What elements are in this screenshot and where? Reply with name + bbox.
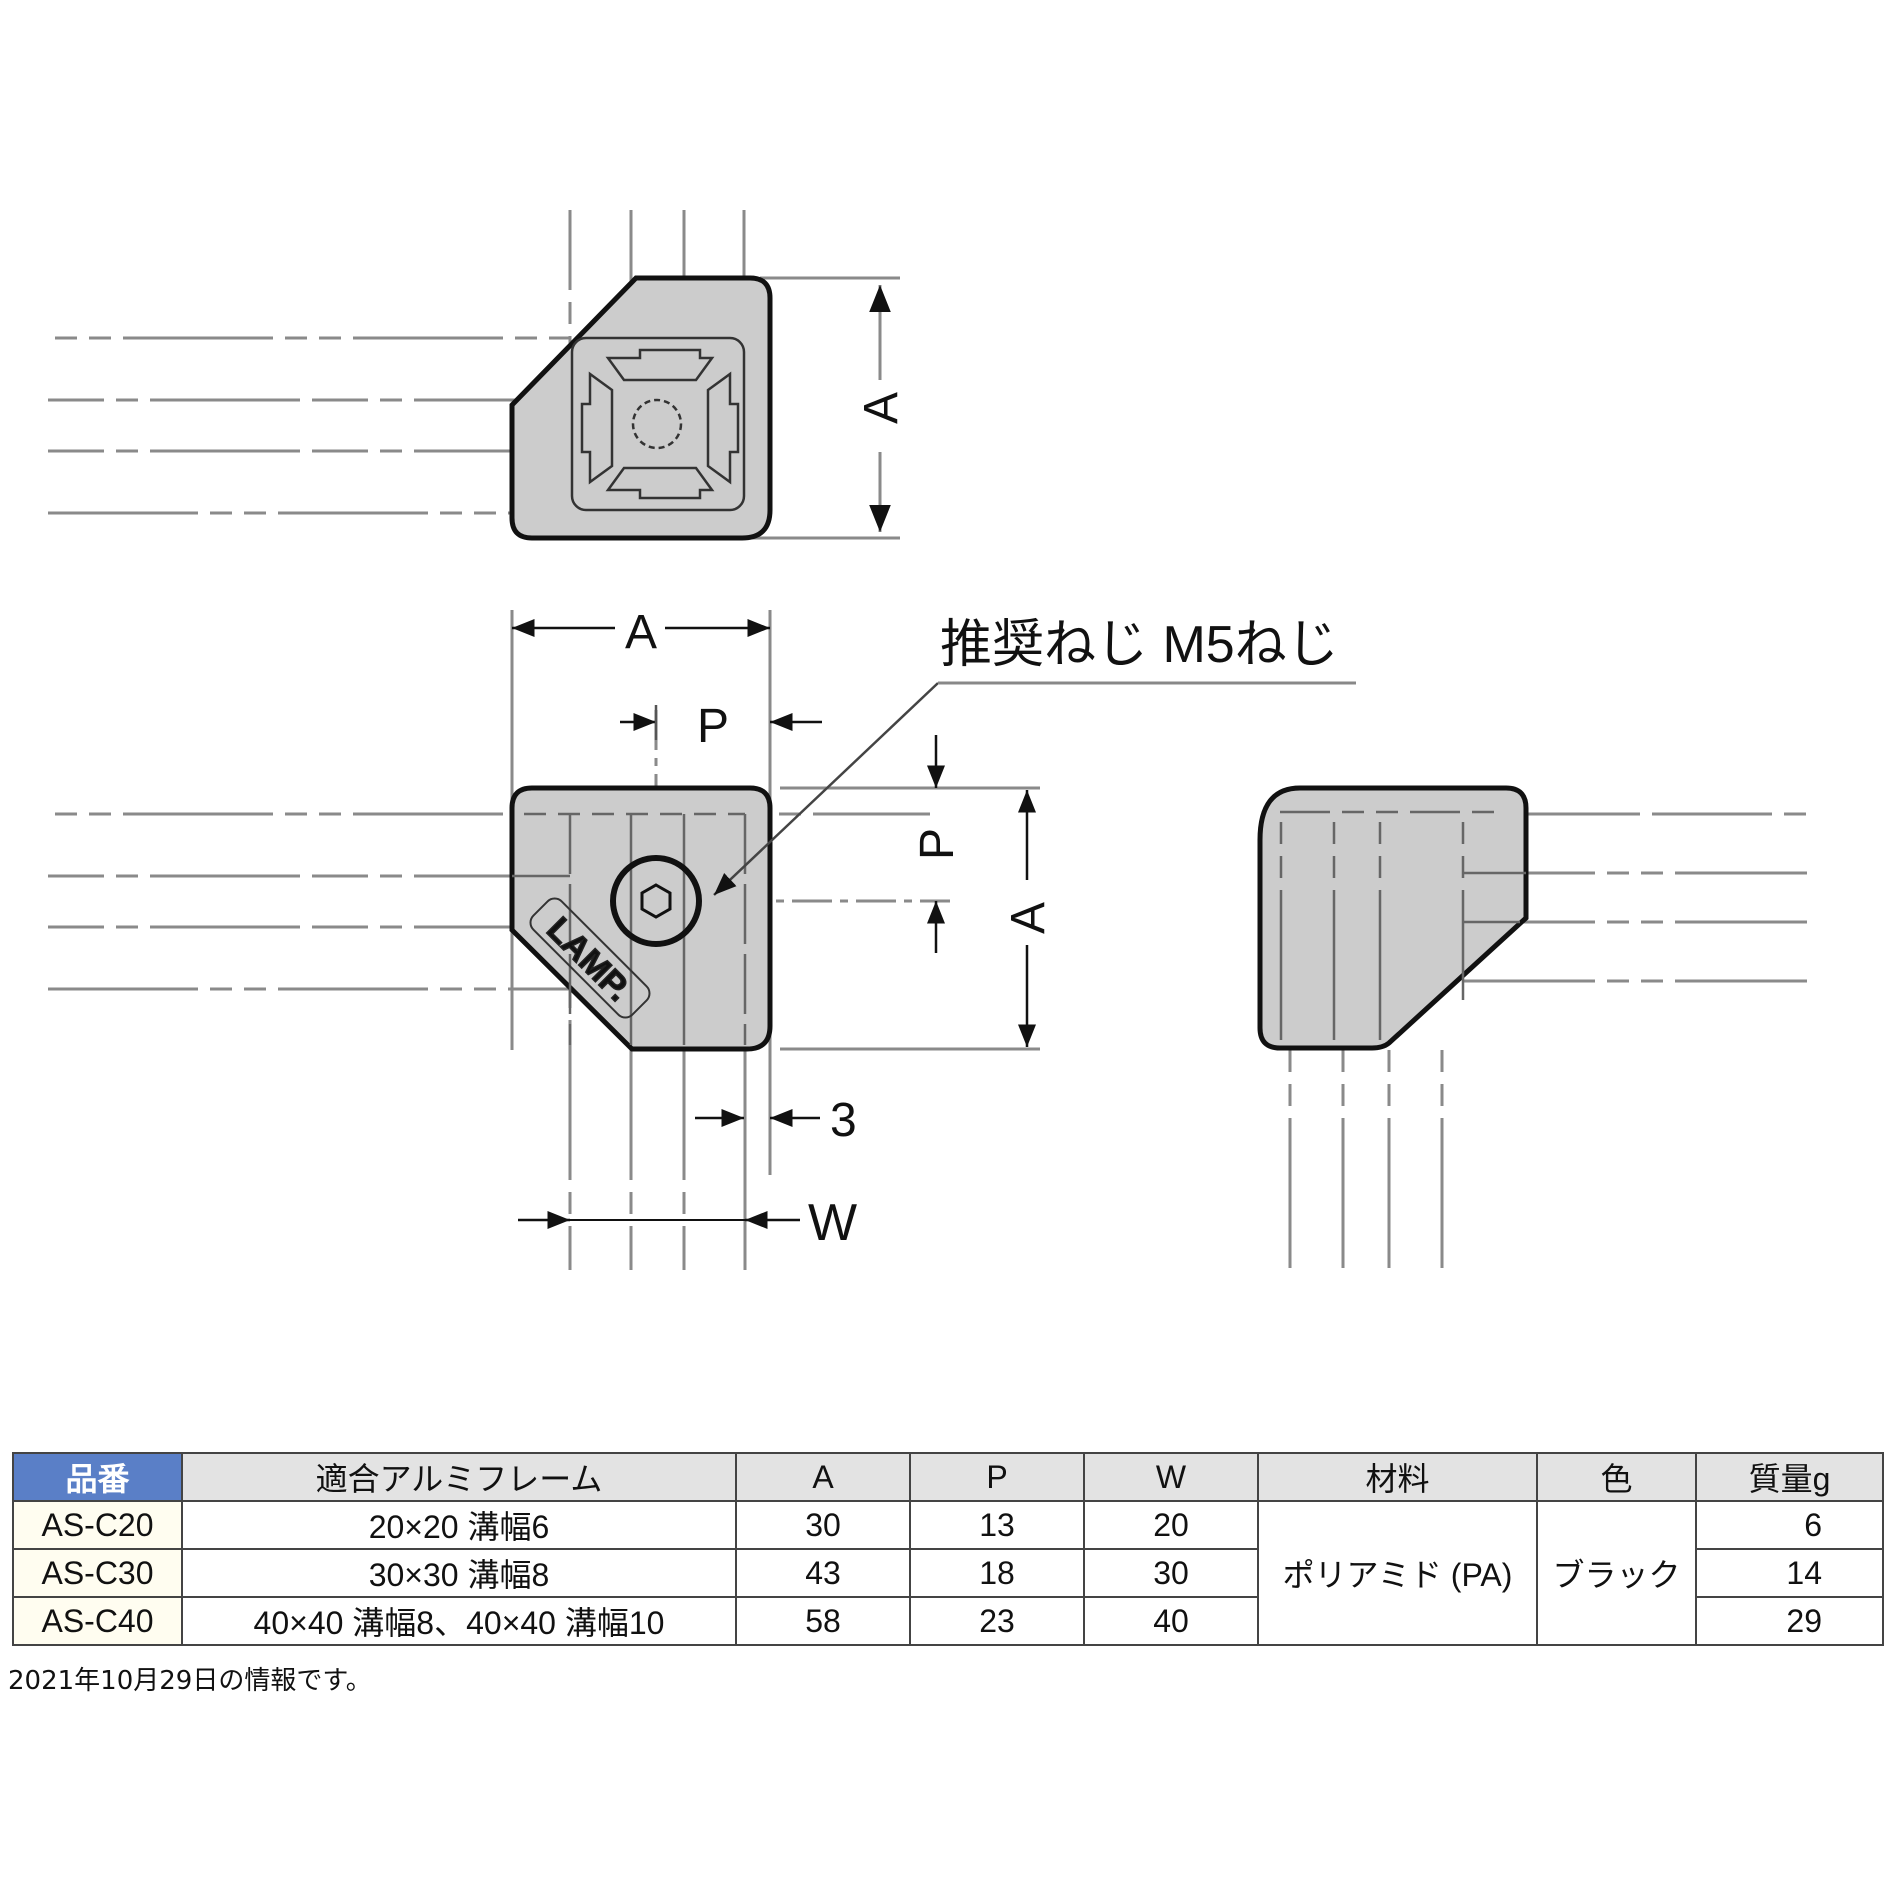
recommended-screw-callout: 推奨ねじ M5ねじ bbox=[940, 616, 1339, 674]
front-view-dimension-a-vertical: A bbox=[1002, 902, 1055, 934]
table-row: AS-C30 30×30 溝幅8 43 18 30 14 bbox=[12, 1548, 1884, 1598]
cell-part-no: AS-C20 bbox=[12, 1500, 183, 1550]
rear-view bbox=[1257, 785, 1810, 1280]
cell-p: 13 bbox=[909, 1500, 1085, 1550]
cell-mass: 14 bbox=[1695, 1548, 1884, 1598]
cell-w: 40 bbox=[1083, 1596, 1259, 1646]
header-mass: 質量g bbox=[1695, 1452, 1884, 1502]
cell-p: 23 bbox=[909, 1596, 1085, 1646]
cell-part-no: AS-C40 bbox=[12, 1596, 183, 1646]
front-view-dimension-p-horizontal: P bbox=[697, 700, 729, 753]
top-view: A bbox=[48, 210, 908, 541]
table-row: AS-C40 40×40 溝幅8、40×40 溝幅10 58 23 40 29 bbox=[12, 1596, 1884, 1646]
spec-table: 品番 適合アルミフレーム A P W 材料 色 質量g AS-C20 20×20… bbox=[12, 1452, 1884, 1646]
header-frame: 適合アルミフレーム bbox=[181, 1452, 737, 1502]
cell-part-no: AS-C30 bbox=[12, 1548, 183, 1598]
cell-a: 43 bbox=[735, 1548, 911, 1598]
header-color: 色 bbox=[1536, 1452, 1697, 1502]
table-header-row: 品番 適合アルミフレーム A P W 材料 色 質量g bbox=[12, 1452, 1884, 1502]
cell-mass: 6 bbox=[1695, 1500, 1884, 1550]
cell-w: 30 bbox=[1083, 1548, 1259, 1598]
cell-frame: 30×30 溝幅8 bbox=[181, 1548, 737, 1598]
dimension-3: 3 bbox=[830, 1094, 857, 1147]
header-a: A bbox=[735, 1452, 911, 1502]
info-date-note: 2021年10月29日の情報です。 bbox=[8, 1666, 372, 1696]
technical-drawing: A bbox=[48, 210, 1810, 1280]
front-view-dimension-a: A bbox=[625, 606, 657, 659]
front-view: LAMP. 推奨ねじ M5ねじ A P P A 3 W bbox=[48, 606, 1356, 1270]
header-w: W bbox=[1083, 1452, 1259, 1502]
cell-w: 20 bbox=[1083, 1500, 1259, 1550]
cell-mass: 29 bbox=[1695, 1596, 1884, 1646]
cell-a: 58 bbox=[735, 1596, 911, 1646]
top-view-dimension-a: A bbox=[855, 392, 908, 424]
header-material: 材料 bbox=[1257, 1452, 1538, 1502]
cell-p: 18 bbox=[909, 1548, 1085, 1598]
cell-color: ブラック bbox=[1536, 1500, 1697, 1646]
cell-a: 30 bbox=[735, 1500, 911, 1550]
cell-frame: 40×40 溝幅8、40×40 溝幅10 bbox=[181, 1596, 737, 1646]
header-p: P bbox=[909, 1452, 1085, 1502]
cell-material: ポリアミド (PA) bbox=[1257, 1500, 1538, 1646]
header-part-no: 品番 bbox=[12, 1452, 183, 1502]
front-view-dimension-p-vertical: P bbox=[911, 828, 964, 860]
table-row: AS-C20 20×20 溝幅6 30 13 20 ポリアミド (PA) ブラッ… bbox=[12, 1500, 1884, 1646]
dimension-w: W bbox=[808, 1194, 857, 1252]
cell-frame: 20×20 溝幅6 bbox=[181, 1500, 737, 1550]
